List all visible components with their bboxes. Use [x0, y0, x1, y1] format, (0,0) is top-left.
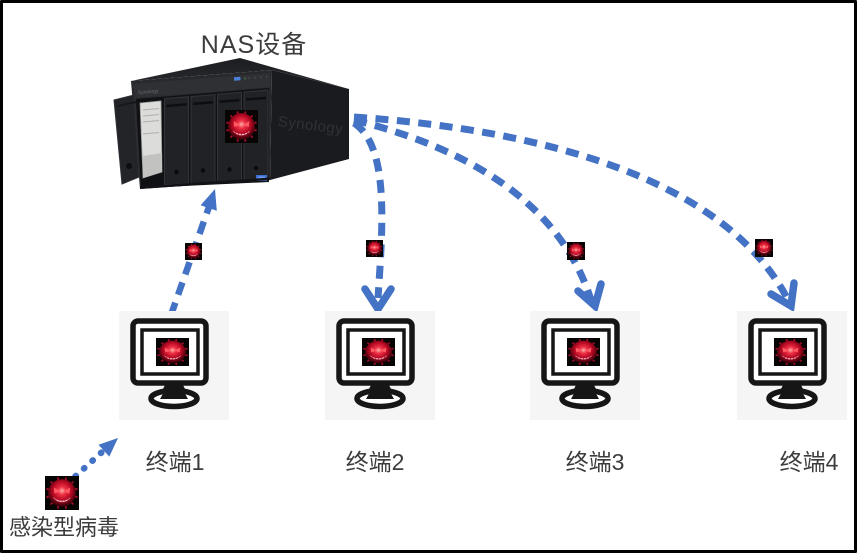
- virus-icon-on-nas: [225, 110, 258, 143]
- terminal-label-4: 终端4: [779, 449, 839, 475]
- arrow-terminal1-to-nas: [167, 189, 217, 317]
- virus-icon-arrow1: [185, 243, 202, 260]
- terminal-card-2: [325, 311, 435, 420]
- nas-power-led: [256, 175, 267, 181]
- arrow-nas-to-terminal4: [353, 113, 798, 313]
- monitor-icon: [325, 311, 435, 420]
- nas-side-face: [270, 70, 349, 180]
- nas-tray-locks: [174, 165, 259, 175]
- nas-tray-grooves: [166, 96, 267, 108]
- terminal-card-3: [530, 311, 640, 420]
- virus-icon-arrow2: [366, 240, 383, 257]
- nas-status-leds: [233, 75, 269, 81]
- monitor-icon: [530, 311, 640, 420]
- terminal-card-1: [119, 311, 229, 420]
- terminal-card-4: [737, 311, 847, 420]
- nas-bottom-edge: [140, 177, 270, 189]
- virus-icon-arrow3: [567, 242, 585, 260]
- monitor-icon: [737, 311, 847, 420]
- virus-source-label: 感染型病毒: [9, 515, 120, 540]
- nas-top-face: [131, 58, 349, 89]
- nas-device-illustration: Synology Synology: [113, 58, 349, 189]
- arrow-virus-to-terminal1: [63, 438, 118, 488]
- nas-ejected-tray: [113, 94, 140, 185]
- nas-open-bay-hdd: [139, 100, 163, 179]
- virus-icon-source: [45, 476, 79, 510]
- virus-icon-arrow4: [755, 239, 773, 257]
- terminal-label-2: 终端2: [345, 449, 405, 475]
- terminal-label-3: 终端3: [565, 449, 625, 475]
- nas-device-title: NAS设备: [200, 31, 308, 59]
- terminal-label-1: 终端1: [145, 449, 205, 475]
- arrow-nas-to-terminal3: [353, 116, 605, 313]
- arrow-nas-to-terminal2: [351, 120, 395, 316]
- monitor-icon: [119, 311, 229, 420]
- nas-bezel-brand-text: Synology: [138, 88, 159, 96]
